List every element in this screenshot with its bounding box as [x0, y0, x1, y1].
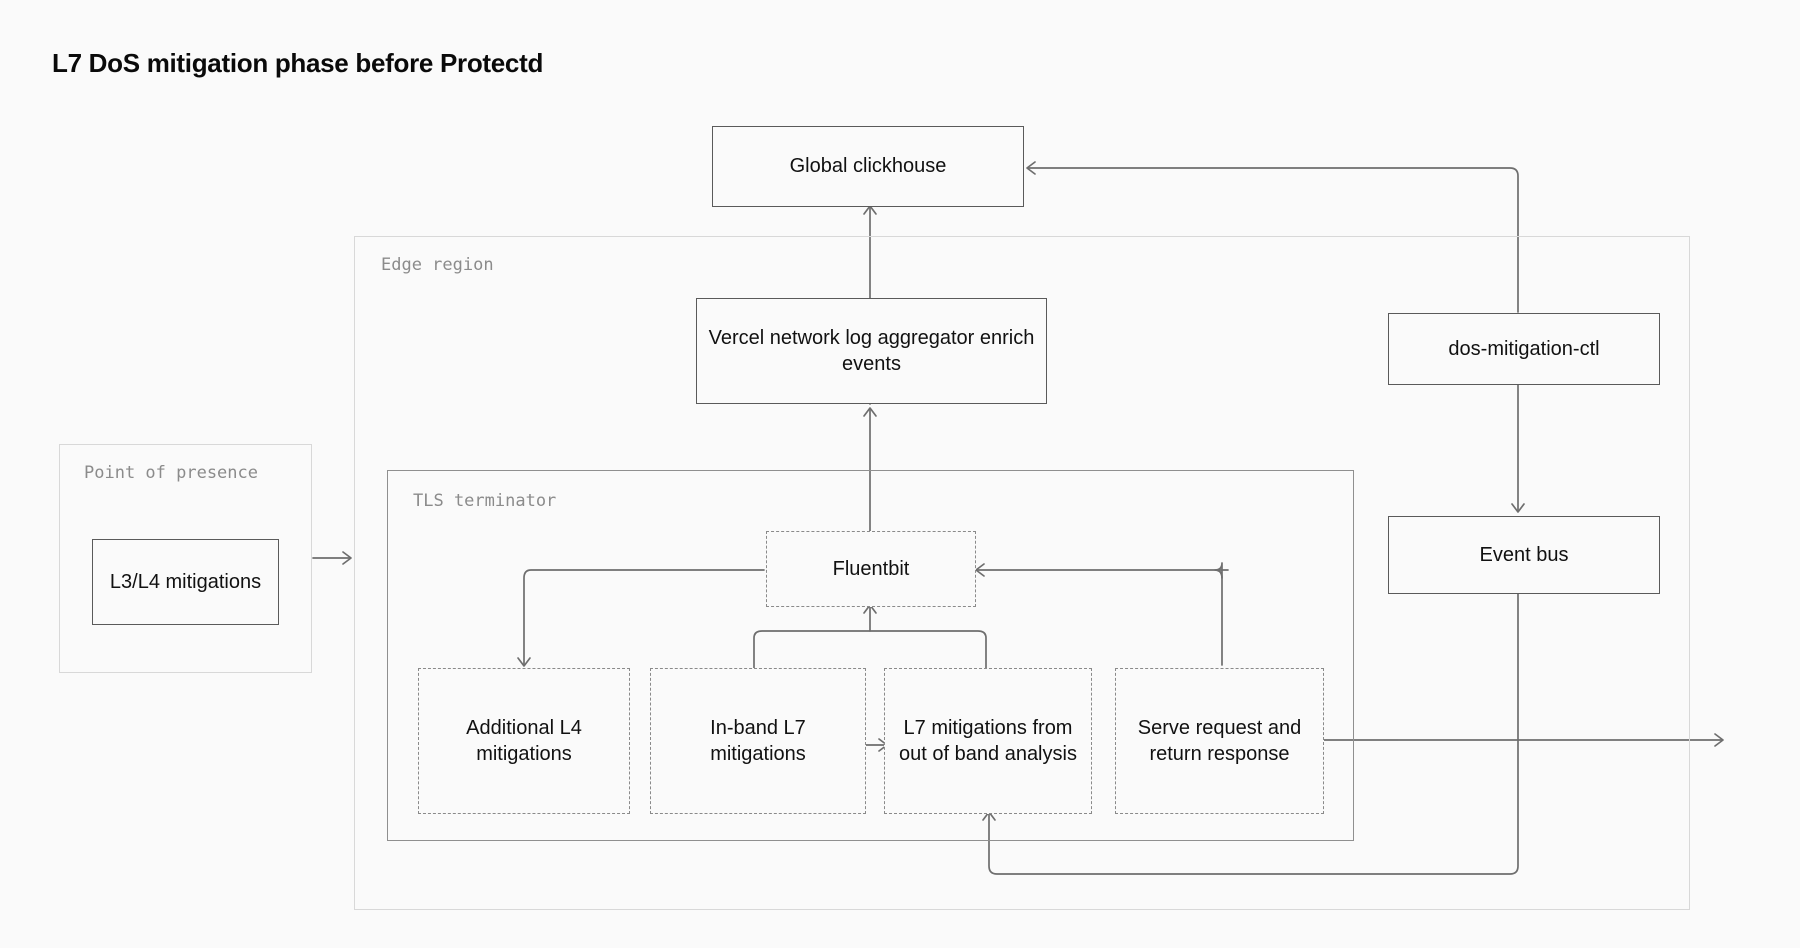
node-l7-out-of-band-label: L7 mitigations from out of band analysis [899, 716, 1077, 765]
edge-fluentbit-to-additional-l4 [517, 569, 765, 667]
node-inband-l7-mitigations-label: In-band L7 mitigations [710, 716, 806, 765]
node-event-bus-label: Event bus [1479, 543, 1569, 566]
group-edge-region: Edge region [354, 236, 1690, 910]
edge-fluentbit-to-aggregator [863, 407, 877, 535]
group-tls-terminator: TLS terminator [387, 470, 1354, 841]
node-vercel-aggregator-label: Vercel network log aggregator enrich eve… [708, 326, 1035, 375]
node-fluentbit[interactable]: Fluentbit [766, 531, 976, 607]
node-l7-out-of-band[interactable]: L7 mitigations from out of band analysis [884, 668, 1092, 814]
edge-ctl-to-clickhouse [1026, 161, 1519, 313]
node-dos-mitigation-ctl-label: dos-mitigation-ctl [1448, 337, 1600, 360]
node-additional-l4-mitigations-label: Additional L4 mitigations [466, 716, 582, 765]
node-inband-l7-mitigations[interactable]: In-band L7 mitigations [650, 668, 866, 814]
node-serve-request-label: Serve request and return response [1137, 716, 1302, 765]
group-point-of-presence-label: Point of presence [84, 463, 258, 483]
node-vercel-aggregator[interactable]: Vercel network log aggregator enrich eve… [696, 298, 1047, 404]
edge-ctl-to-event-bus [1511, 384, 1525, 513]
node-global-clickhouse-label: Global clickhouse [789, 155, 947, 178]
node-global-clickhouse[interactable]: Global clickhouse [712, 126, 1024, 207]
page-title: L7 DoS mitigation phase before Protectd [52, 48, 544, 78]
node-l3-l4-mitigations-label: L3/L4 mitigations [109, 570, 262, 593]
node-serve-request[interactable]: Serve request and return response [1115, 668, 1324, 814]
node-additional-l4-mitigations[interactable]: Additional L4 mitigations [418, 668, 630, 814]
node-l3-l4-mitigations[interactable]: L3/L4 mitigations [92, 539, 279, 625]
node-dos-mitigation-ctl[interactable]: dos-mitigation-ctl [1388, 313, 1660, 385]
edge-serve-to-fluentbit [975, 562, 1229, 666]
edge-l3l4-to-edge-region [312, 551, 352, 565]
group-tls-terminator-label: TLS terminator [413, 491, 557, 511]
group-edge-region-label: Edge region [381, 255, 494, 275]
edge-serve-to-client [1323, 733, 1724, 747]
node-fluentbit-label: Fluentbit [832, 557, 910, 580]
group-point-of-presence: Point of presence [59, 444, 312, 673]
node-event-bus[interactable]: Event bus [1388, 516, 1660, 594]
